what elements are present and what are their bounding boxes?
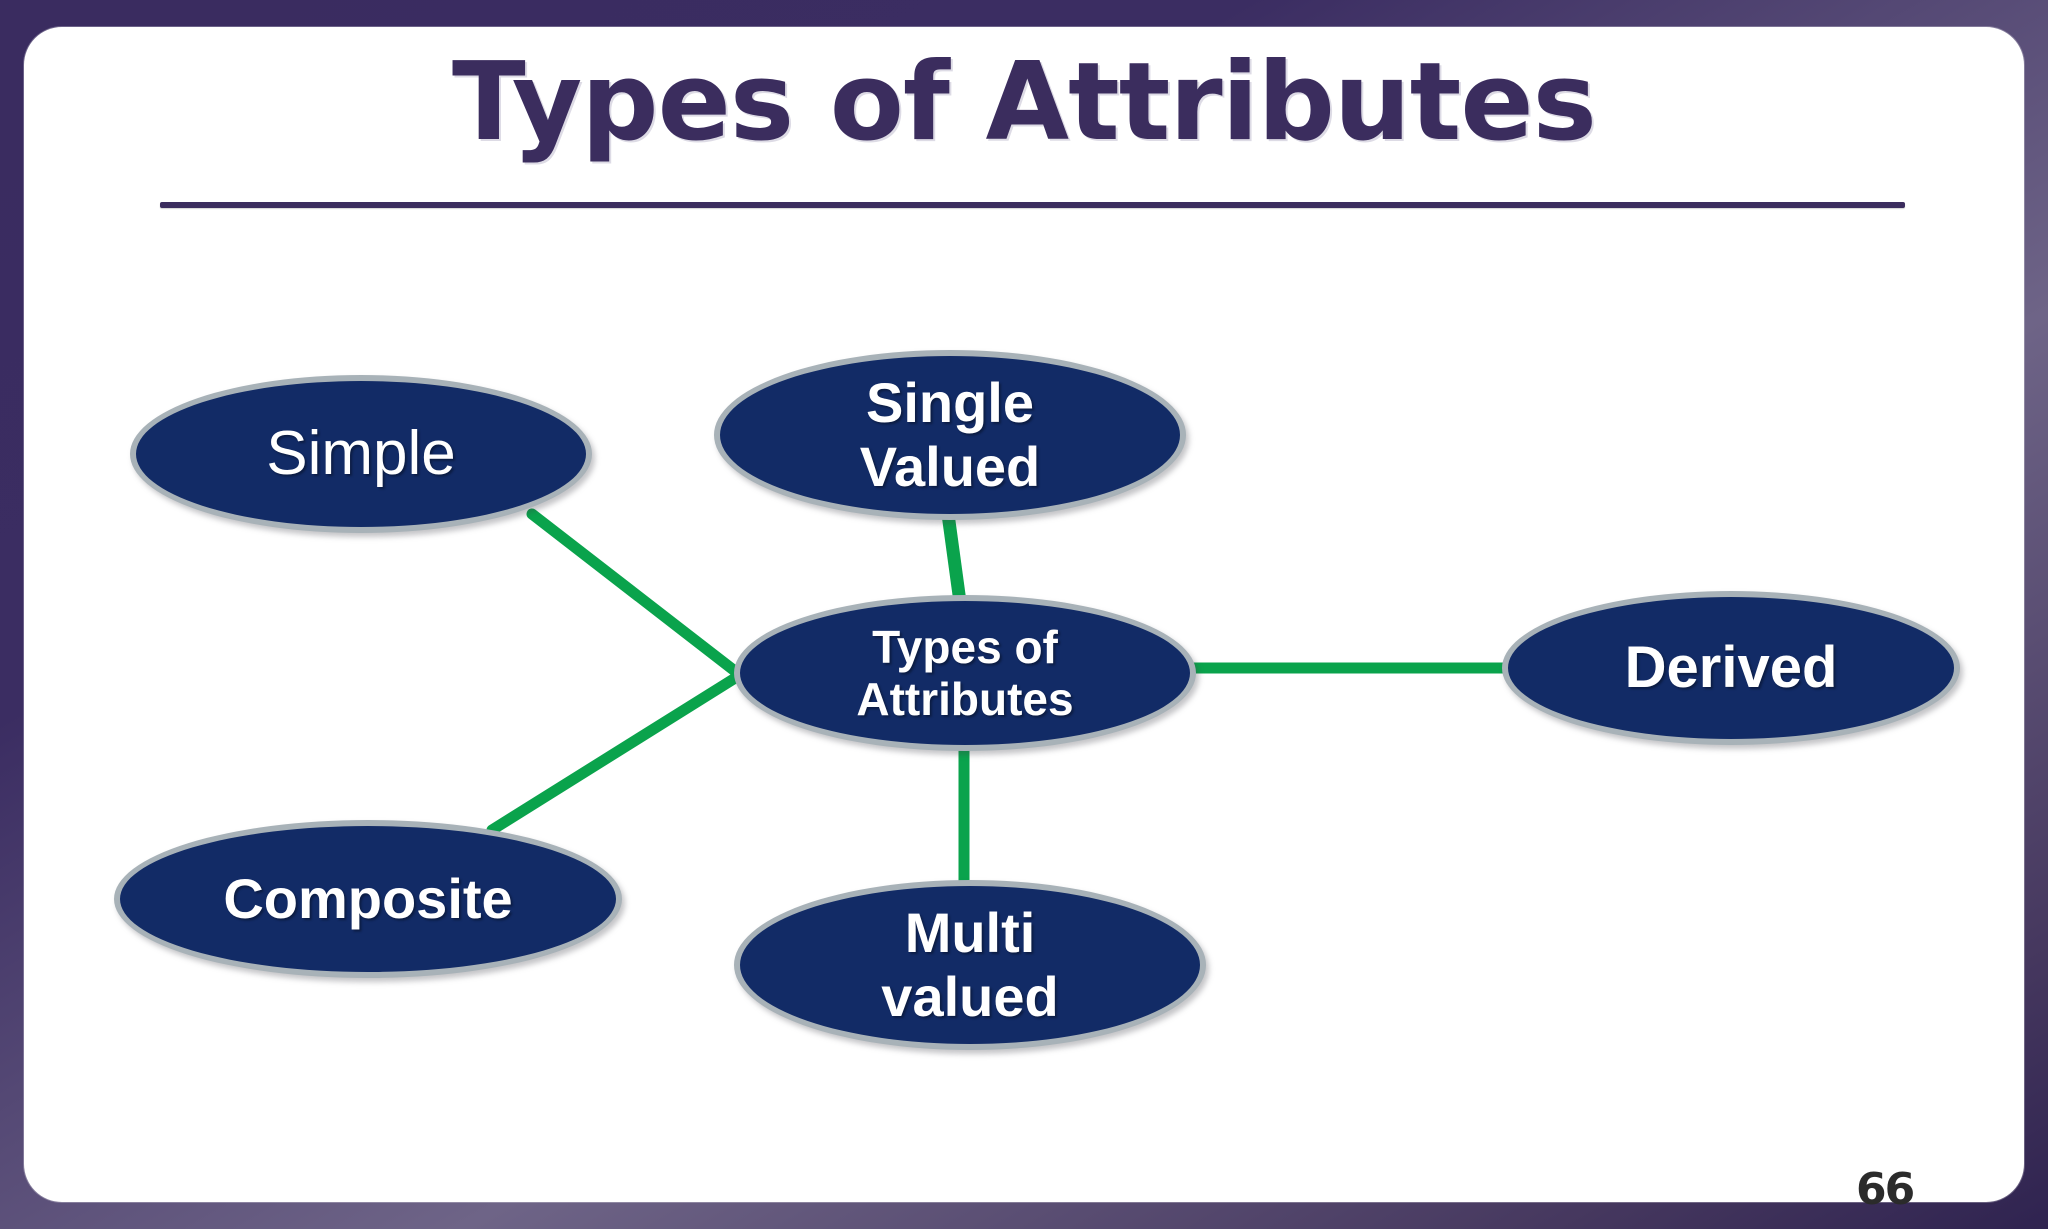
attributes-mind-map: Simple Composite Single Valued Types of … <box>24 27 2024 1202</box>
page-title: Types of Attributes <box>452 40 1597 165</box>
node-types-of-attributes[interactable]: Types of Attributes <box>734 595 1196 751</box>
edge-composite-to-center <box>486 669 746 836</box>
slide-canvas: Types of Attributes Simple Composite <box>24 27 2024 1202</box>
node-simple-label: Simple <box>266 418 456 488</box>
page-number: 66 <box>1856 1164 1915 1215</box>
node-derived[interactable]: Derived <box>1502 591 1960 745</box>
node-multi-valued-label: Multi valued <box>881 901 1059 1028</box>
title-divider-rule <box>160 202 1905 208</box>
node-composite[interactable]: Composite <box>114 820 622 978</box>
node-single-valued[interactable]: Single Valued <box>714 350 1186 520</box>
edge-simple-to-center <box>526 508 746 681</box>
node-derived-label: Derived <box>1624 634 1838 700</box>
node-multi-valued[interactable]: Multi valued <box>734 880 1206 1050</box>
node-simple[interactable]: Simple <box>130 375 592 533</box>
node-composite-label: Composite <box>223 867 513 931</box>
node-types-of-attributes-label: Types of Attributes <box>856 620 1074 725</box>
node-single-valued-label: Single Valued <box>859 371 1041 498</box>
title-block: Types of Attributes <box>24 40 2024 165</box>
edge-single-valued-to-center <box>941 513 967 603</box>
